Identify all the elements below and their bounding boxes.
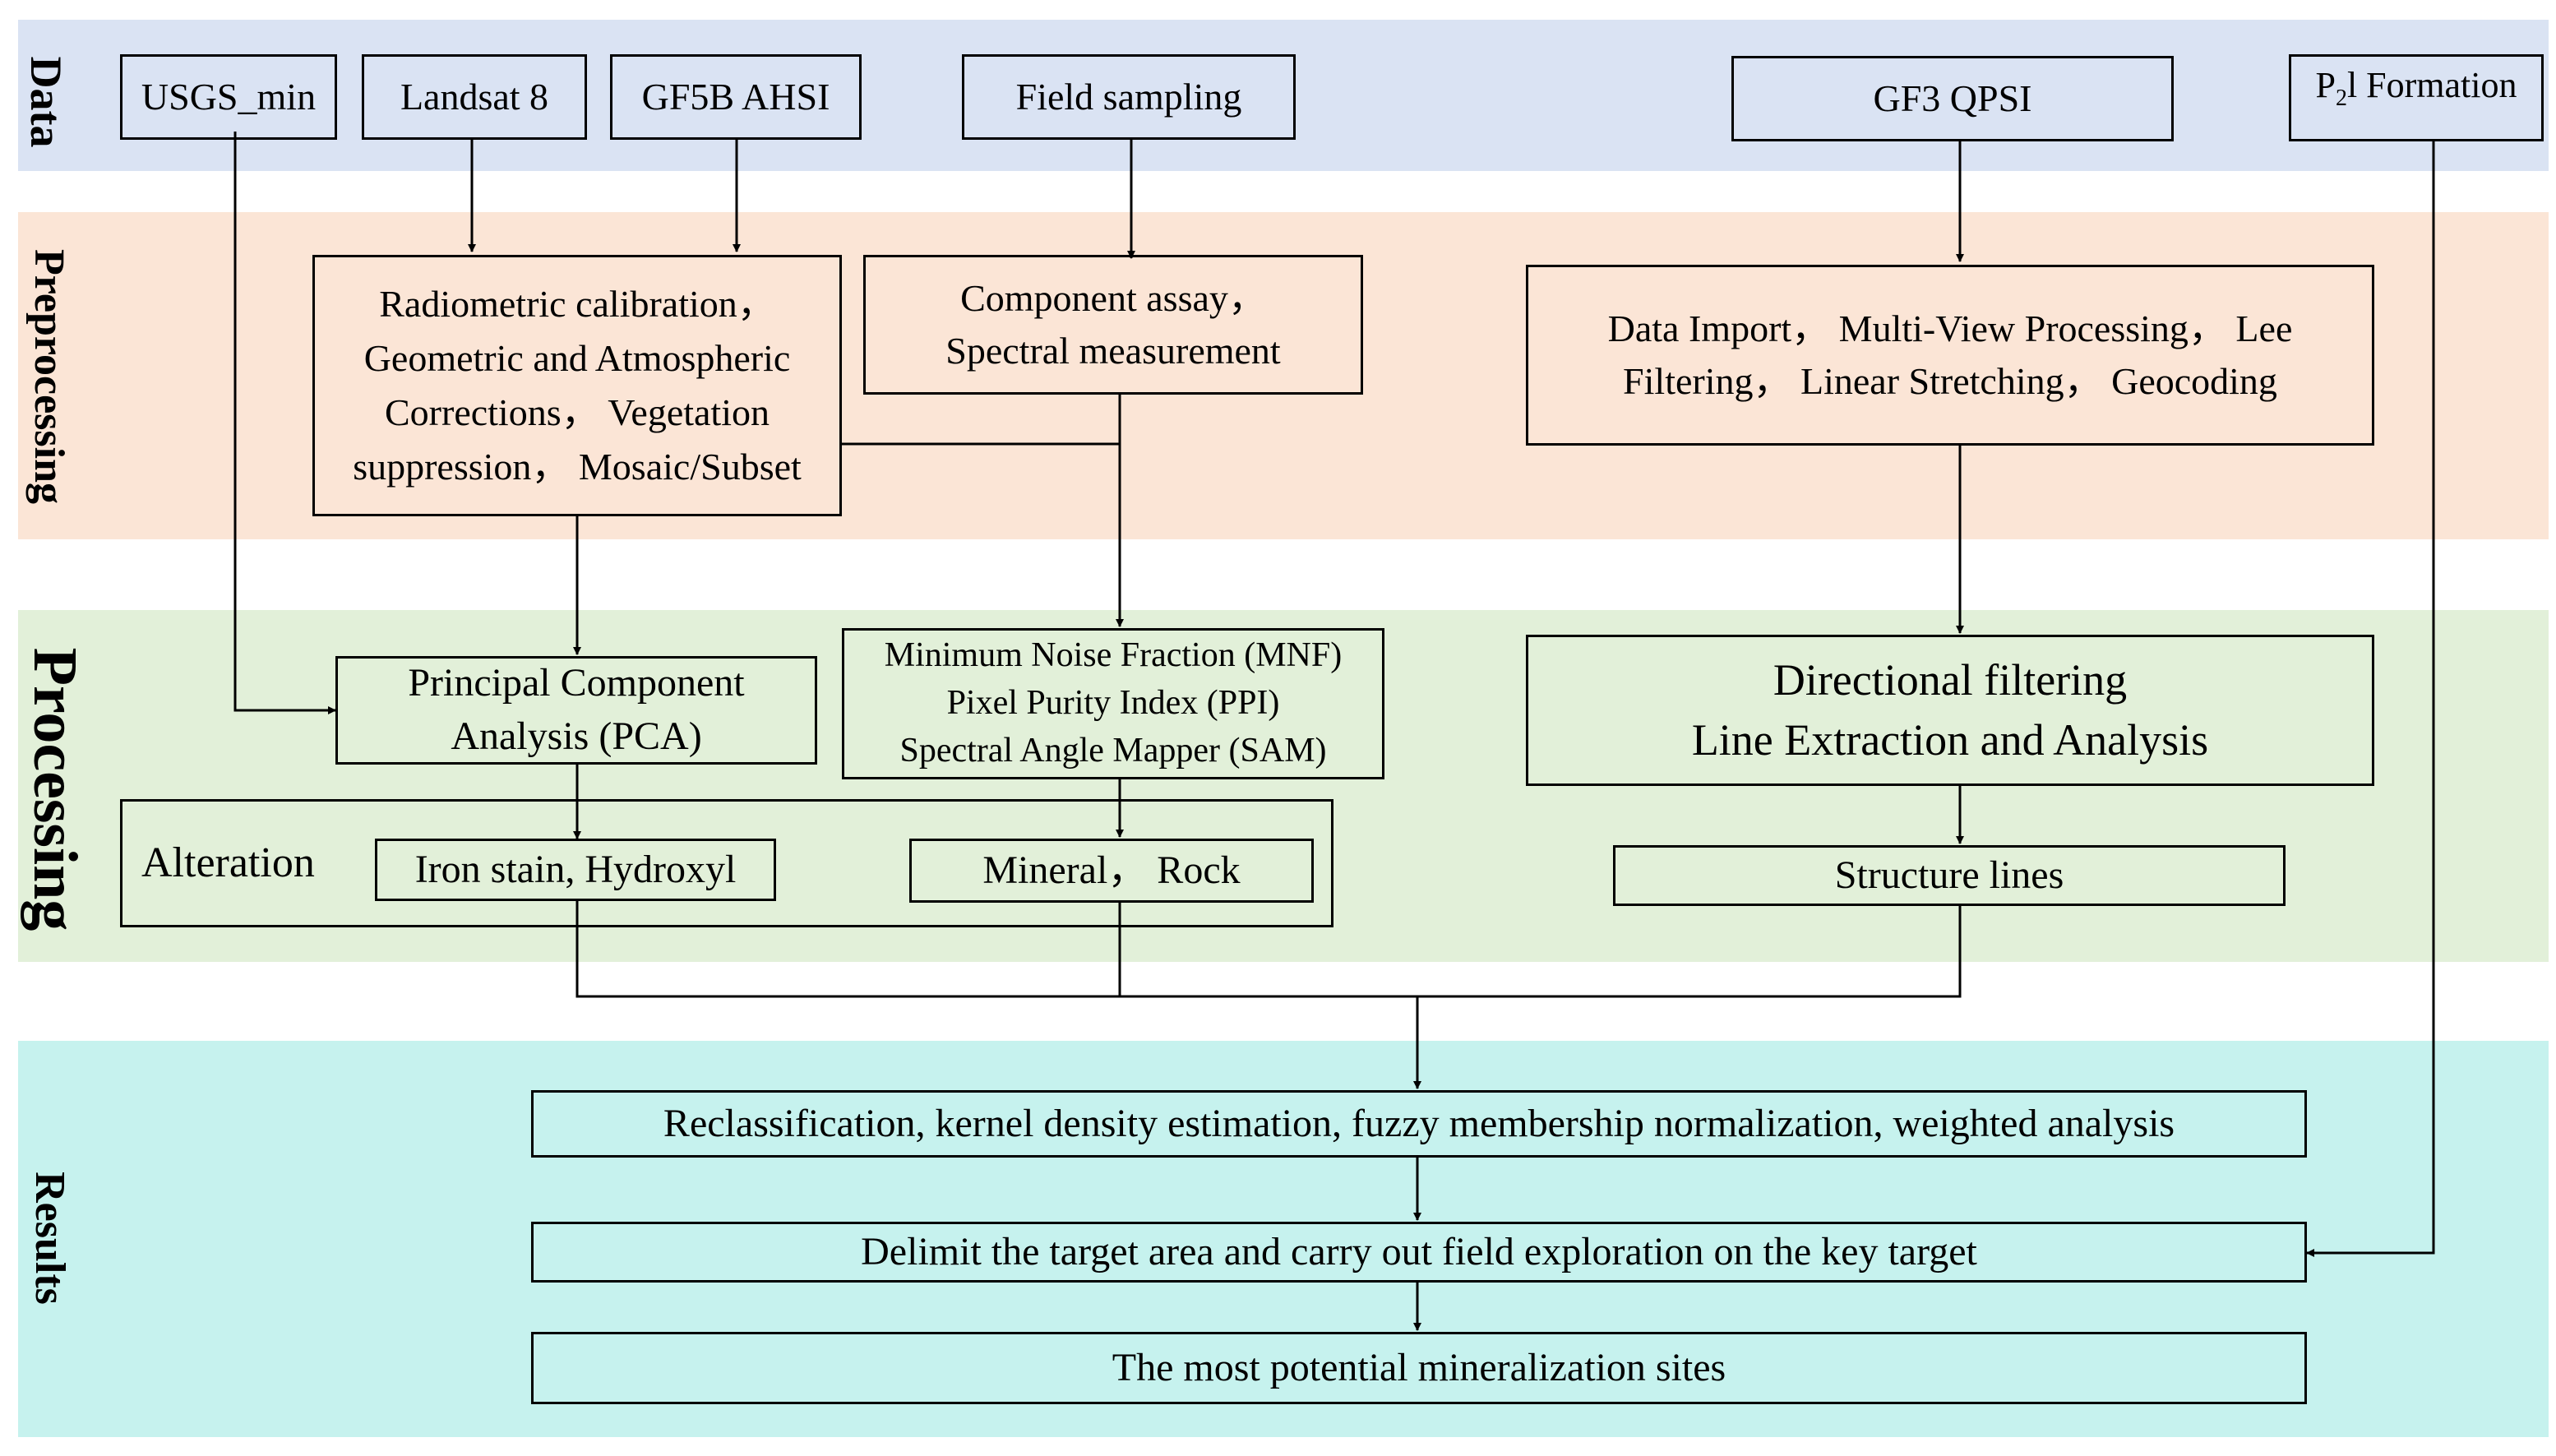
mineralization-sites-box: The most potential mineralization sites (531, 1332, 2307, 1404)
mineral-rock-label: Mineral， Rock (982, 848, 1241, 892)
component-line-2: Spectral measurement (945, 330, 1281, 372)
alteration-label: Alteration (141, 839, 315, 886)
component-line-1: Component assay， (960, 276, 1266, 319)
data-band (18, 20, 2549, 171)
gf3-qpsi-box: GF3 QPSI (1731, 56, 2174, 141)
gf5b-ahsi-label: GF5B AHSI (641, 75, 830, 118)
radiometric-line-4: suppression， Mosaic/Subset (353, 446, 802, 488)
iron-stain-hydroxyl-box: Iron stain, Hydroxyl (375, 839, 776, 901)
link-iron-merge (575, 901, 1962, 998)
delimit-target-label: Delimit the target area and carry out fi… (861, 1229, 1977, 1273)
ppi-line: Pixel Purity Index (PPI) (946, 684, 1280, 723)
iron-stain-label: Iron stain, Hydroxyl (414, 847, 737, 891)
sar-preprocessing-box: Data Import， Multi-View Processing， Lee … (1526, 265, 2374, 446)
field-sampling-label: Field sampling (1015, 75, 1242, 118)
reclassification-label: Reclassification, kernel density estimat… (663, 1101, 2175, 1145)
landsat-8-label: Landsat 8 (400, 75, 549, 118)
arrow-p2l-to-delimit (2306, 141, 2435, 1257)
sar-line-1: Data Import， Multi-View Processing， Lee (1607, 307, 2293, 349)
component-assay-box: Component assay， Spectral measurement (863, 255, 1363, 395)
pca-line-1: Principal Component (408, 661, 745, 705)
processing-band (18, 610, 2549, 962)
usgs-min-label: USGS_min (141, 75, 317, 118)
mnf-ppi-sam-box: Minimum Noise Fraction (MNF) Pixel Purit… (842, 628, 1384, 779)
mineralization-sites-label: The most potential mineralization sites (1112, 1345, 1726, 1389)
results-band (18, 1041, 2549, 1437)
radiometric-calibration-box: Radiometric calibration， Geometric and A… (312, 255, 842, 516)
structure-lines-label: Structure lines (1834, 853, 2064, 897)
arrow-usgs-to-pca (233, 132, 336, 714)
usgs-min-box: USGS_min (120, 54, 337, 140)
directional-filtering-box: Directional filtering Line Extraction an… (1526, 635, 2374, 786)
structure-lines-box: Structure lines (1613, 845, 2286, 906)
directional-line-1: Directional filtering (1773, 655, 2128, 705)
sam-line: Spectral Angle Mapper (SAM) (899, 731, 1327, 770)
p2l-formation-box: P2l Formation (2289, 54, 2544, 141)
field-sampling-box: Field sampling (962, 54, 1296, 140)
p2l-formation-label: P2l Formation (2315, 65, 2517, 111)
mineral-rock-box: Mineral， Rock (909, 839, 1314, 903)
pca-box: Principal Component Analysis (PCA) (335, 656, 817, 765)
gf3-qpsi-label: GF3 QPSI (1873, 76, 2032, 119)
landsat-8-box: Landsat 8 (362, 54, 587, 140)
radiometric-line-3: Corrections， Vegetation (385, 391, 770, 433)
delimit-target-box: Delimit the target area and carry out fi… (531, 1222, 2307, 1283)
gf5b-ahsi-box: GF5B AHSI (610, 54, 862, 140)
reclassification-box: Reclassification, kernel density estimat… (531, 1090, 2307, 1158)
radiometric-line-1: Radiometric calibration， (379, 282, 775, 325)
pca-line-2: Analysis (PCA) (451, 714, 702, 758)
sar-line-2: Filtering， Linear Stretching， Geocoding (1623, 360, 2277, 402)
directional-line-2: Line Extraction and Analysis (1691, 715, 2209, 765)
alteration-group-box (120, 799, 1333, 927)
mnf-line: Minimum Noise Fraction (MNF) (884, 636, 1343, 675)
radiometric-line-2: Geometric and Atmospheric (363, 336, 791, 379)
